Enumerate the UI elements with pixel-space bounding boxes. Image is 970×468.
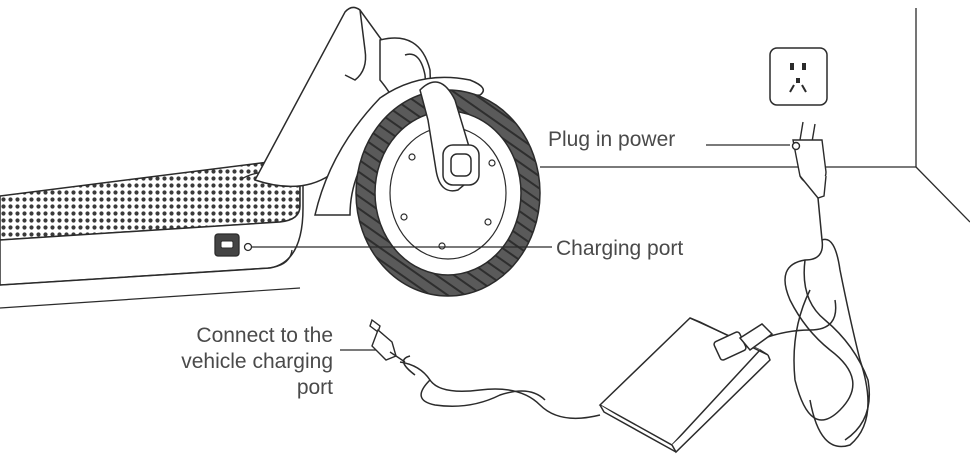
leader-lines [252, 144, 790, 351]
connect-vehicle-port-label: Connect to the vehicle charging port [133, 323, 333, 401]
plug-in-power-label: Plug in power [548, 128, 676, 151]
fork-front [419, 81, 480, 192]
wall-plug-icon [791, 121, 827, 199]
charging-port [214, 233, 253, 257]
connect-label-line-2: vehicle charging [181, 350, 333, 373]
power-outlet-icon [769, 47, 828, 106]
connect-label-line-3: port [296, 376, 333, 399]
connect-label-line-1: Connect to the [196, 324, 333, 347]
charging-port-label: Charging port [556, 237, 684, 260]
wall-lines [540, 8, 970, 223]
front-wheel [355, 89, 541, 297]
dc-connector-icon [369, 318, 406, 363]
power-adapter-icon [598, 317, 774, 454]
